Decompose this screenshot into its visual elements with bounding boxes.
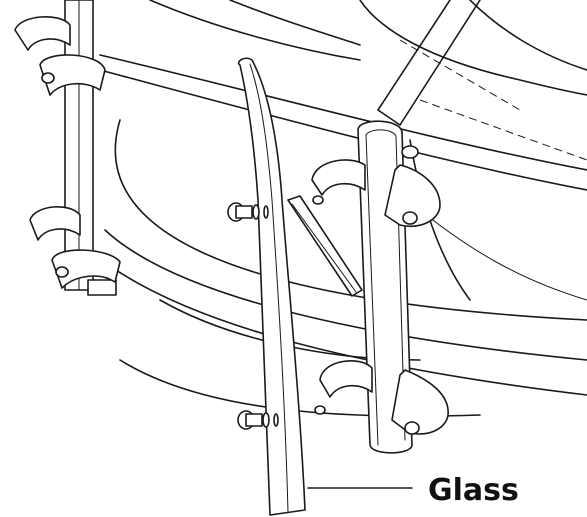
- housing-outline: [94, 0, 587, 417]
- left-post: [14, 0, 121, 296]
- glass-pins: [227, 202, 279, 430]
- diagonal-rod: [377, 0, 481, 126]
- glass-label: Glass: [428, 473, 519, 508]
- right-post: [311, 120, 449, 454]
- glass-panel: [237, 57, 306, 516]
- brace: [287, 195, 363, 297]
